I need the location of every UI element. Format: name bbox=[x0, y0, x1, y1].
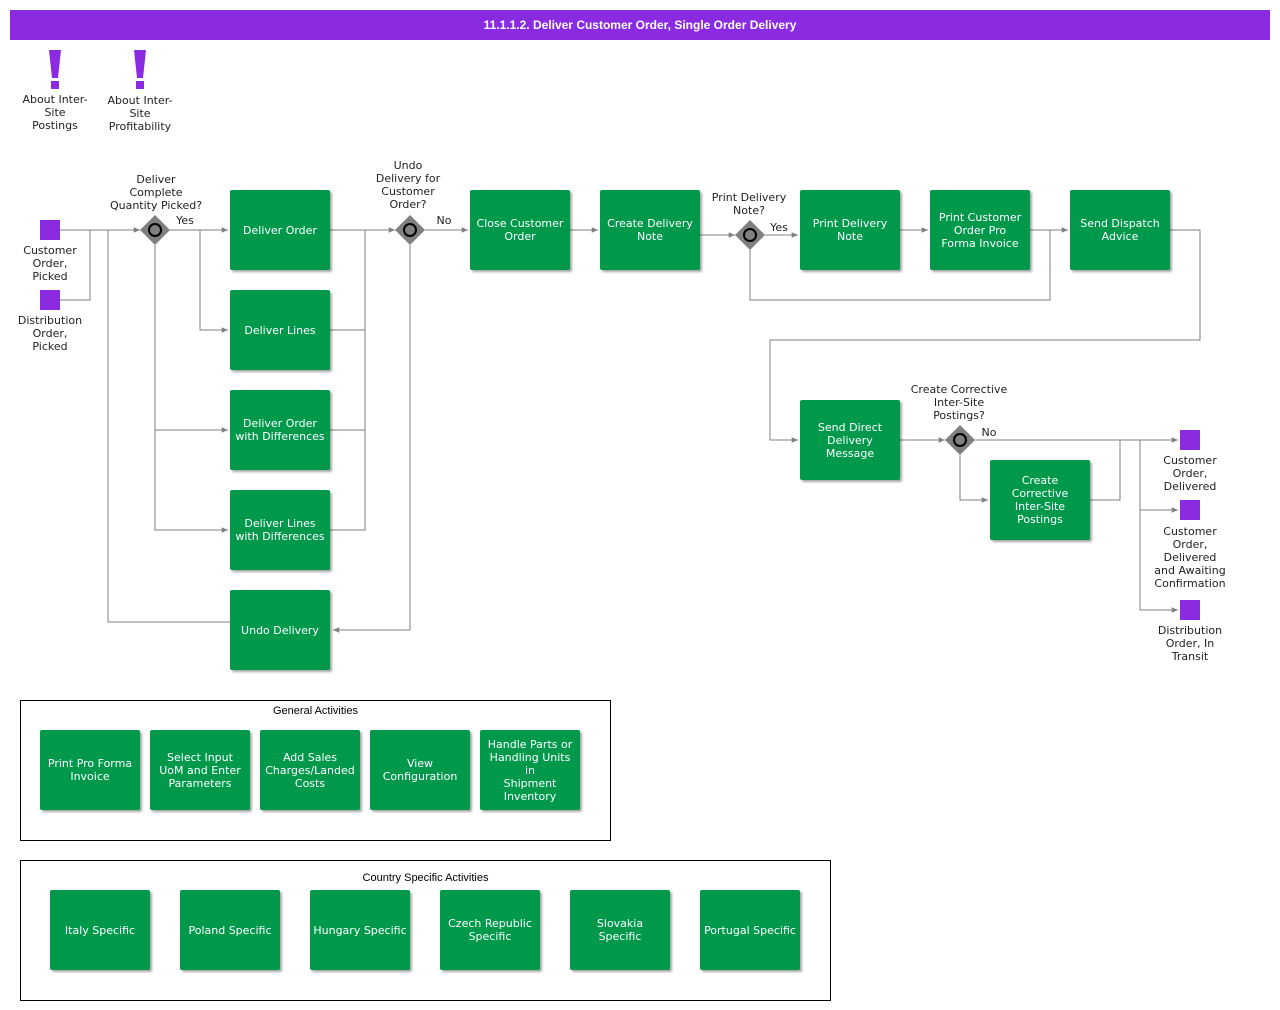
activity-hungary-specific[interactable]: Hungary Specific bbox=[310, 890, 410, 970]
exclamation-icon bbox=[134, 50, 146, 89]
activity-slovakia-specific[interactable]: Slovakia Specific bbox=[570, 890, 670, 970]
activity-create-delivery-note[interactable]: Create Delivery Note bbox=[600, 190, 700, 270]
flow-label-no: No bbox=[981, 426, 997, 439]
diagram-title: 11.1.1.2. Deliver Customer Order, Single… bbox=[10, 10, 1270, 40]
info-label-inter-site-postings: About Inter- Site Postings bbox=[22, 93, 88, 132]
activity-italy-specific[interactable]: Italy Specific bbox=[50, 890, 150, 970]
activity-deliver-lines-with-differences[interactable]: Deliver Lines with Differences bbox=[230, 490, 330, 570]
activity-print-customer-order-pro-forma-invoice[interactable]: Print Customer Order Pro Forma Invoice bbox=[930, 190, 1030, 270]
flow-label-yes: Yes bbox=[770, 221, 788, 234]
activity-poland-specific[interactable]: Poland Specific bbox=[180, 890, 280, 970]
activity-czech-republic-specific[interactable]: Czech Republic Specific bbox=[440, 890, 540, 970]
gateway-label-print-delivery-note: Print Delivery Note? bbox=[711, 191, 787, 217]
activity-close-customer-order[interactable]: Close Customer Order bbox=[470, 190, 570, 270]
activity-portugal-specific[interactable]: Portugal Specific bbox=[700, 890, 800, 970]
country-specific-activities-group: Country Specific Activities bbox=[20, 860, 831, 1001]
event-square bbox=[40, 290, 60, 310]
event-label: Distribution Order, In Transit bbox=[1157, 624, 1223, 663]
event-square bbox=[1180, 430, 1200, 450]
activity-add-sales-charges[interactable]: Add Sales Charges/Landed Costs bbox=[260, 730, 360, 810]
exclamation-icon bbox=[49, 50, 61, 89]
activity-print-delivery-note[interactable]: Print Delivery Note bbox=[800, 190, 900, 270]
activity-print-pro-forma-invoice[interactable]: Print Pro Forma Invoice bbox=[40, 730, 140, 810]
activity-deliver-lines[interactable]: Deliver Lines bbox=[230, 290, 330, 370]
event-label: Customer Order, Picked bbox=[23, 244, 77, 283]
activity-handle-parts-handling-units[interactable]: Handle Parts or Handling Units in Shipme… bbox=[480, 730, 580, 810]
country-specific-activities-title: Country Specific Activities bbox=[362, 872, 489, 884]
event-square bbox=[1180, 600, 1200, 620]
event-label: Customer Order, Delivered bbox=[1163, 454, 1217, 493]
activity-send-direct-delivery-message[interactable]: Send Direct Delivery Message bbox=[800, 400, 900, 480]
activity-view-configuration[interactable]: View Configuration bbox=[370, 730, 470, 810]
activity-deliver-order-with-differences[interactable]: Deliver Order with Differences bbox=[230, 390, 330, 470]
activity-create-corrective-inter-site-postings[interactable]: Create Corrective Inter-Site Postings bbox=[990, 460, 1090, 540]
info-label-inter-site-profitability: About Inter- Site Profitability bbox=[107, 94, 173, 133]
flow-label-yes: Yes bbox=[176, 214, 194, 227]
event-square bbox=[40, 220, 60, 240]
gateway-label-undo-delivery: Undo Delivery for Customer Order? bbox=[375, 159, 441, 211]
event-label: Customer Order, Delivered and Awaiting C… bbox=[1154, 525, 1226, 590]
activity-send-dispatch-advice[interactable]: Send Dispatch Advice bbox=[1070, 190, 1170, 270]
gateway-label-deliver-complete: Deliver Complete Quantity Picked? bbox=[109, 173, 203, 212]
general-activities-title: General Activities bbox=[273, 705, 358, 717]
event-label: Distribution Order, Picked bbox=[17, 314, 83, 353]
gateway-label-create-corrective: Create Corrective Inter-Site Postings? bbox=[910, 383, 1008, 422]
flow-label-no: No bbox=[436, 214, 452, 227]
event-square bbox=[1180, 500, 1200, 520]
activity-deliver-order[interactable]: Deliver Order bbox=[230, 190, 330, 270]
general-activities-group: General Activities bbox=[20, 700, 611, 841]
activity-select-input-uom[interactable]: Select Input UoM and Enter Parameters bbox=[150, 730, 250, 810]
activity-undo-delivery[interactable]: Undo Delivery bbox=[230, 590, 330, 670]
